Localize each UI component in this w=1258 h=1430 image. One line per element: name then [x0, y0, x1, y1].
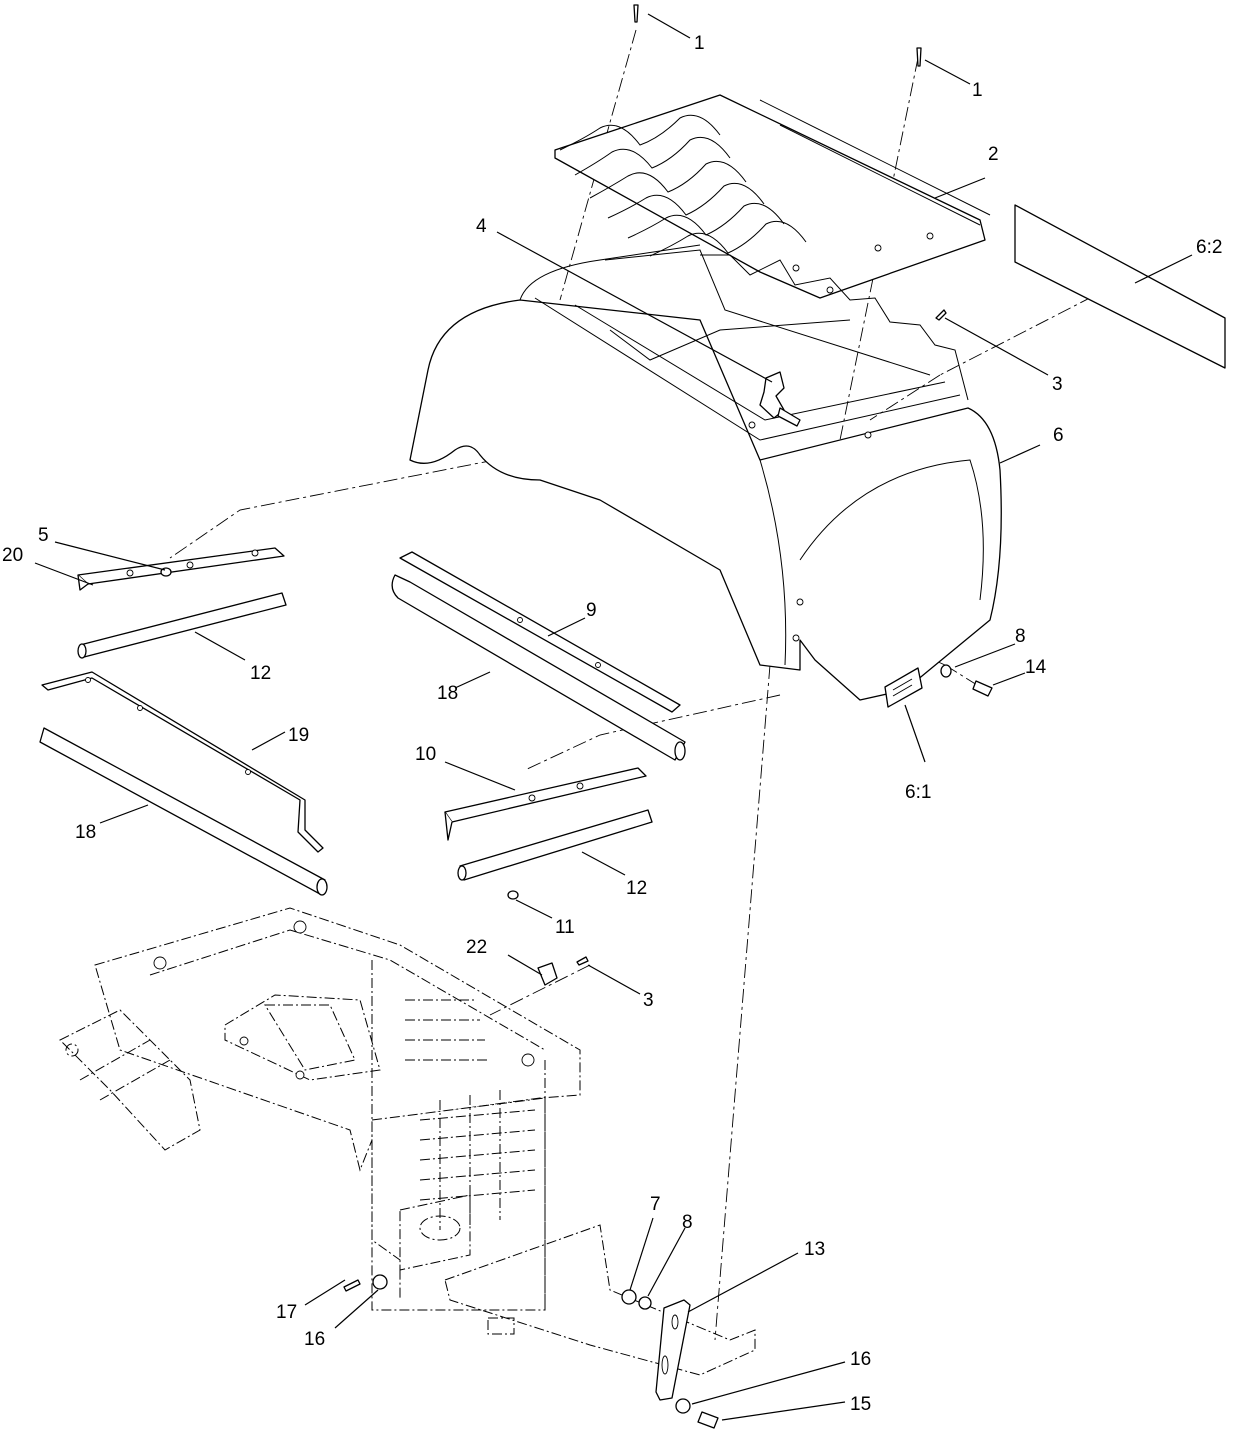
callout-9: 9 [586, 600, 597, 621]
callout-11: 11 [555, 917, 575, 938]
callout-12-upper: 12 [250, 663, 271, 684]
washer-part-8-upper [940, 664, 952, 678]
decal-part-6-2 [1014, 204, 1226, 369]
frame-ghost [59, 907, 756, 1376]
callout-8-upper: 8 [1015, 626, 1026, 647]
panel-part-19 [41, 671, 324, 853]
callout-18-center: 18 [437, 683, 458, 704]
hood-part-6 [409, 244, 1002, 701]
bracket-part-13 [655, 1299, 691, 1401]
callout-16-right: 16 [850, 1349, 871, 1370]
cotter-pin-part-17 [343, 1279, 361, 1292]
label-part-6-1 [884, 667, 923, 708]
screw-part-1-b [916, 47, 922, 67]
latch-part-4 [759, 371, 801, 427]
callout-labels: 1 1 2 6:2 4 3 6 5 20 12 9 18 8 14 19 10 … [2, 33, 1222, 1415]
baffle-part-2 [554, 94, 991, 299]
bolt-part-15 [697, 1411, 719, 1429]
leader-lines [34, 13, 1193, 1421]
callout-13: 13 [804, 1239, 825, 1260]
callout-1-right: 1 [972, 80, 983, 101]
callout-12-lower: 12 [626, 878, 647, 899]
tube-part-12-lower [457, 809, 653, 881]
callout-6-2: 6:2 [1196, 237, 1222, 258]
callout-14: 14 [1025, 657, 1047, 678]
screw-part-3-lower [576, 956, 589, 966]
callout-6-1: 6:1 [905, 782, 931, 803]
washer-part-8-lower [638, 1296, 652, 1310]
bracket-part-20 [77, 547, 285, 591]
tube-part-12-upper [77, 592, 287, 659]
callout-4: 4 [476, 216, 487, 237]
clip-part-22 [537, 962, 558, 986]
washer-part-11 [507, 890, 519, 900]
callout-8-lower: 8 [682, 1212, 693, 1233]
callout-6: 6 [1053, 425, 1064, 446]
callout-18-left: 18 [75, 822, 96, 843]
callout-16-left: 16 [304, 1329, 325, 1350]
bracket-part-10 [444, 767, 647, 841]
callout-2: 2 [988, 144, 999, 165]
screw-part-3-upper [935, 309, 947, 321]
callout-3-lower: 3 [643, 990, 654, 1011]
callout-19: 19 [288, 725, 309, 746]
callout-3-upper: 3 [1052, 374, 1063, 395]
callout-22: 22 [466, 937, 487, 958]
nut-part-7 [621, 1289, 637, 1305]
callout-10: 10 [415, 744, 436, 765]
callout-5: 5 [38, 525, 49, 546]
tube-part-18-center [391, 574, 686, 761]
strip-part-9 [399, 551, 681, 713]
callout-7: 7 [650, 1194, 661, 1215]
hardware [160, 4, 993, 1429]
tube-part-18-left [39, 727, 328, 896]
bolt-part-14 [972, 680, 993, 697]
callout-1-top: 1 [694, 33, 705, 54]
callout-15: 15 [850, 1394, 871, 1415]
callout-17: 17 [276, 1302, 297, 1323]
callout-20: 20 [2, 545, 23, 566]
screw-part-1-a [633, 4, 639, 23]
washer-part-16-right [675, 1398, 691, 1414]
washer-part-16-left [372, 1274, 388, 1290]
